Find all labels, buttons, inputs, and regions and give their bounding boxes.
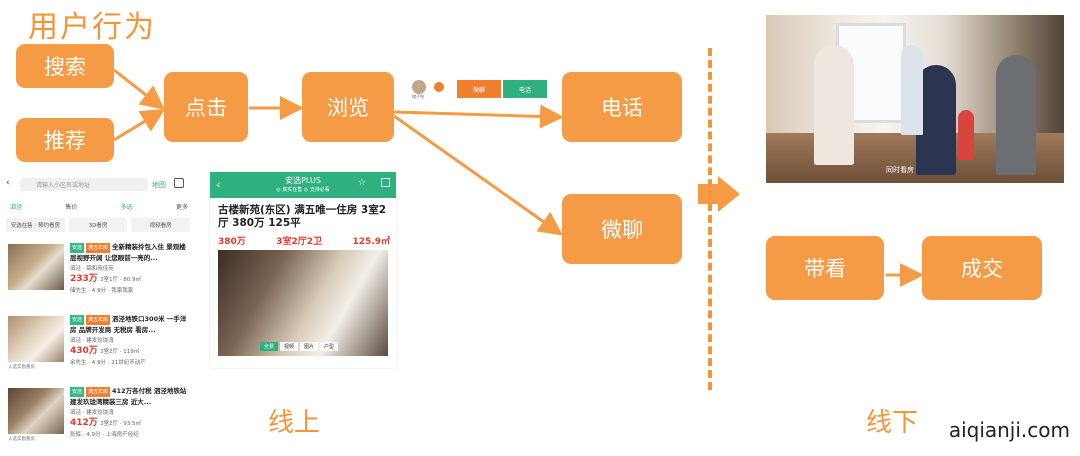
listing-layout: 3室2厅 · 93.5㎡ bbox=[100, 421, 142, 427]
star-icon[interactable]: ☆ bbox=[357, 178, 366, 188]
detail-area: 125.9㎡ bbox=[352, 237, 390, 247]
back-icon[interactable]: ‹ bbox=[216, 178, 221, 191]
listing-tag: 满五年房 bbox=[86, 387, 111, 397]
page-title: 用户行为 bbox=[28, 10, 156, 45]
wechat-box: 微聊 bbox=[562, 194, 682, 264]
chip-3d[interactable]: 3D看房 bbox=[68, 218, 128, 232]
house-tour-photo: 同时看房 bbox=[766, 15, 1064, 183]
detail-header-title: 安选PLUS bbox=[285, 176, 321, 185]
listing-area: 泗泾 · 建发玖珑湾 bbox=[70, 338, 114, 344]
chip-anxuan[interactable]: 安选在售 · 预约看房 bbox=[6, 218, 65, 232]
online-offline-divider bbox=[708, 48, 712, 390]
tour-box: 带看 bbox=[766, 236, 884, 300]
back-icon[interactable]: ‹ bbox=[6, 178, 10, 188]
listing-layout: 3室1厅 · 80.9㎡ bbox=[100, 277, 142, 283]
listing-title: 412万各付税 泗泾地铁站 建发玖珑湾精装三房 近大... bbox=[70, 387, 187, 406]
listing-tag: 安选 bbox=[70, 243, 85, 253]
listing-price: 430万 bbox=[70, 346, 98, 356]
search-box: 搜索 bbox=[16, 44, 114, 88]
listing-screen: ‹ 请输入小区名或地址 地图 泗泾 售价 多选 更多 安选在售 · 预约看房 3… bbox=[2, 172, 192, 444]
contact-bar: 储子铭 微聊 电话 bbox=[412, 80, 552, 100]
filter-location[interactable]: 泗泾 bbox=[10, 204, 23, 211]
child-figure bbox=[958, 110, 974, 160]
call-box: 电话 bbox=[562, 72, 682, 142]
listing-tag: 安选 bbox=[70, 315, 85, 325]
list-item[interactable]: 入选实勘看房 安选满五年房泗泾地铁口300米 一手洋房 品牌开发商 无税房 看房… bbox=[6, 314, 190, 376]
avatar bbox=[412, 80, 426, 94]
detail-photo[interactable] bbox=[218, 250, 388, 356]
message-icon[interactable] bbox=[174, 178, 184, 188]
detail-header-subtitle: ◎ 真实在售 ◎ 支持必看 bbox=[276, 187, 330, 193]
listing-note: 入选实勘看房 bbox=[8, 365, 35, 370]
filter-price[interactable]: 售价 bbox=[65, 204, 78, 211]
detail-layout: 3室2厅2卫 bbox=[276, 237, 323, 247]
tab-video[interactable]: 视频 bbox=[280, 342, 299, 351]
listing-tag: 安选 bbox=[70, 387, 85, 397]
person-figure bbox=[996, 55, 1036, 175]
listing-thumbnail bbox=[8, 388, 64, 434]
arrow-search-click bbox=[113, 68, 165, 110]
photo-caption: 同时看房 bbox=[886, 166, 914, 174]
watermark: aiqianji.com bbox=[948, 418, 1070, 442]
chip-row: 安选在售 · 预约看房 3D看房 视频看房 bbox=[6, 218, 191, 232]
listing-thumbnail bbox=[8, 244, 64, 290]
map-button[interactable]: 地图 bbox=[152, 181, 166, 189]
online-caption: 线上 bbox=[268, 408, 321, 438]
person-figure bbox=[901, 45, 923, 135]
listing-agent: 张辉 · 4.9分 · 上海房产经纪 bbox=[70, 432, 139, 438]
listing-price: 233万 bbox=[70, 274, 98, 284]
offline-caption: 线下 bbox=[866, 408, 919, 438]
search-input[interactable]: 请输入小区名或地址 bbox=[20, 178, 148, 191]
detail-header: ‹ 安选PLUS ◎ 真实在售 ◎ 支持必看 ☆ bbox=[210, 172, 396, 198]
arrow-recommend-click bbox=[113, 108, 166, 142]
message-icon[interactable] bbox=[381, 178, 390, 187]
deal-box: 成交 bbox=[922, 236, 1042, 300]
wechat-button[interactable]: 微聊 bbox=[457, 80, 501, 98]
filter-bar: 泗泾 售价 多选 更多 bbox=[10, 202, 188, 211]
browse-box: 浏览 bbox=[302, 72, 394, 142]
listing-tag: 满五年房 bbox=[86, 315, 111, 325]
detail-price: 380万 bbox=[218, 237, 246, 247]
tab-photos[interactable]: 图片 bbox=[300, 342, 319, 351]
click-box: 点击 bbox=[164, 72, 248, 142]
listing-thumbnail bbox=[8, 316, 64, 362]
listing-area: 泗泾 · 锦和苑佳苑 bbox=[70, 266, 114, 272]
tab-floorplan[interactable]: 户型 bbox=[320, 342, 339, 351]
person-figure bbox=[814, 45, 854, 165]
detail-summary: 380万 3室2厅2卫 125.9㎡ bbox=[218, 234, 390, 247]
listing-agent: 储先生 · 4.9分 · 我家我家 bbox=[70, 288, 134, 294]
online-to-offline-arrow bbox=[698, 176, 740, 212]
detail-screen: ‹ 安选PLUS ◎ 真实在售 ◎ 支持必看 ☆ 古楼新苑(东区) 满五唯一住房… bbox=[210, 172, 396, 368]
filter-multi[interactable]: 多选 bbox=[120, 204, 133, 211]
listing-title: 泗泾地铁口300米 一手洋房 品牌开发商 无税房 看房... bbox=[70, 315, 187, 334]
call-button[interactable]: 电话 bbox=[503, 80, 547, 98]
listing-layout: 3室2厅 · 119㎡ bbox=[100, 349, 140, 355]
filter-more[interactable]: 更多 bbox=[175, 204, 188, 211]
tab-panorama[interactable]: 全景 bbox=[260, 342, 279, 351]
chip-video[interactable]: 视频看房 bbox=[131, 218, 191, 232]
listing-area: 泗泾 · 建发玖珑湾 bbox=[70, 410, 114, 416]
media-tabs: 全景 视频 图片 户型 bbox=[260, 342, 339, 351]
listing-title: 全新精装拎包入住 景观楼层视野开阔 让您眼前一亮的... bbox=[70, 243, 186, 262]
list-item[interactable]: 安选满五年房全新精装拎包入住 景观楼层视野开阔 让您眼前一亮的... 泗泾 · … bbox=[6, 242, 190, 304]
listing-tag: 满五年房 bbox=[86, 243, 111, 253]
agent-label: 储子铭 bbox=[412, 94, 424, 99]
listing-price: 412万 bbox=[70, 418, 98, 428]
listing-agent: 余先生 · 4.9分 · 21世纪不动产 bbox=[70, 360, 146, 366]
arrow-browse-wechat bbox=[393, 114, 563, 236]
arrow-browse-call bbox=[393, 104, 564, 129]
detail-title: 古楼新苑(东区) 满五唯一住房 3室2厅 380万 125平 bbox=[218, 204, 387, 229]
chat-bubble-icon bbox=[434, 82, 444, 92]
listing-note: 入选实勘看房 bbox=[8, 437, 35, 442]
recommend-box: 推荐 bbox=[16, 118, 114, 162]
